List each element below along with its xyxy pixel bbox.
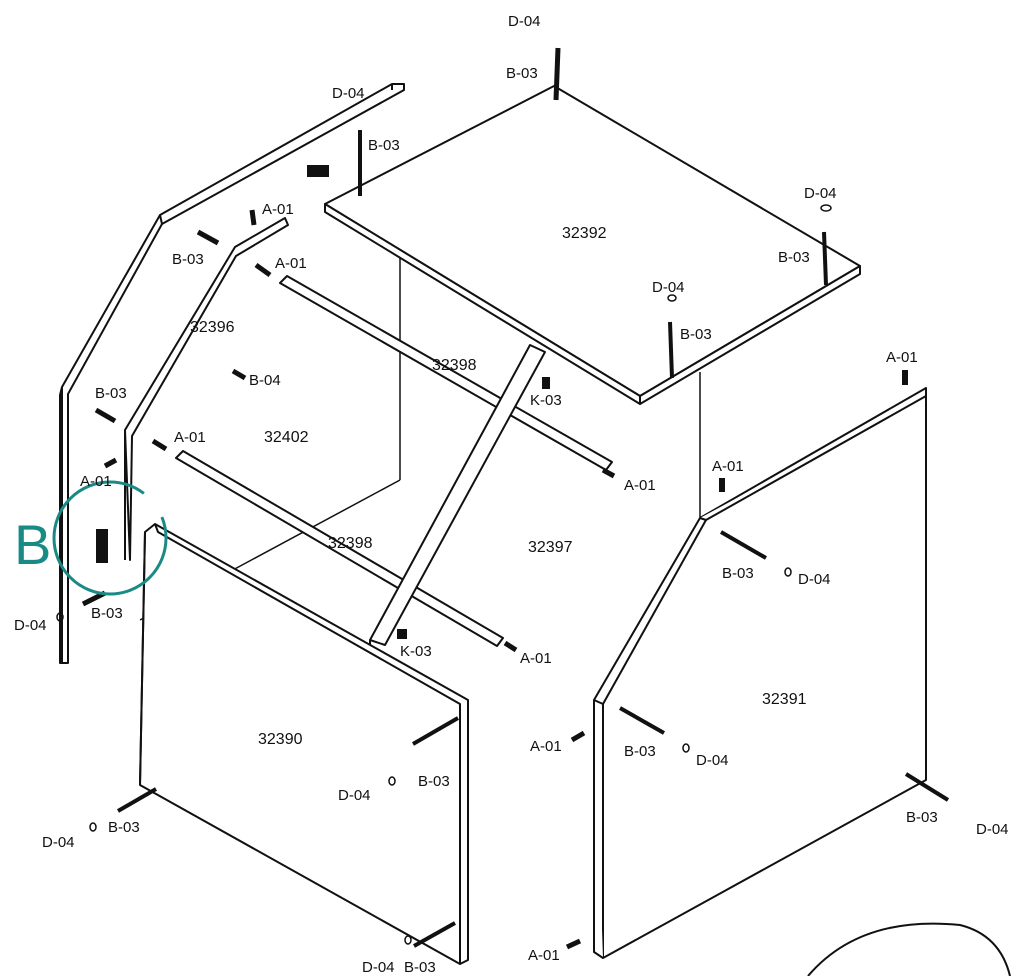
callout-a01: A-01	[886, 349, 918, 366]
hardware-callouts: D-04 B-03 D-04 B-03 A-01 B-03 A-01 D-04 …	[14, 13, 1009, 976]
callout-b03: B-03	[624, 743, 656, 760]
callout-d04: D-04	[332, 85, 365, 102]
callout-b03: B-03	[680, 326, 712, 343]
callout-k03: K-03	[530, 392, 562, 409]
callout-a01: A-01	[80, 473, 112, 490]
callout-a01: A-01	[520, 650, 552, 667]
panel-label-back: 32402	[264, 429, 309, 446]
callout-k03: K-03	[400, 643, 432, 660]
callout-b03: B-03	[172, 251, 204, 268]
callout-a01: A-01	[530, 738, 562, 755]
callout-b03: B-03	[91, 605, 123, 622]
callout-b03: B-03	[506, 65, 538, 82]
panel-label-divider: 32397	[528, 539, 573, 556]
callout-d04: D-04	[804, 185, 837, 202]
detail-circle-arc	[807, 922, 1011, 976]
callout-d04: D-04	[338, 787, 371, 804]
callout-a01: A-01	[528, 947, 560, 964]
callout-d04: D-04	[42, 834, 75, 851]
left-side-panel	[59, 83, 405, 664]
panel-label-top: 32392	[562, 225, 607, 242]
panel-label-rail-upper: 32398	[432, 357, 477, 374]
panel-labels: 32392 32396 32402 32398 32398 32397 3239…	[190, 225, 807, 748]
callout-b03: B-03	[418, 773, 450, 790]
callout-b03: B-03	[906, 809, 938, 826]
fastener-glyphs	[81, 47, 950, 950]
callout-b03: B-03	[778, 249, 810, 266]
callout-d04: D-04	[508, 13, 541, 30]
callout-b03: B-03	[404, 959, 436, 976]
callout-d04: D-04	[976, 821, 1009, 838]
callout-a01: A-01	[275, 255, 307, 272]
front-right-panel	[593, 387, 927, 959]
detail-b-label: B	[14, 513, 51, 576]
callout-d04: D-04	[696, 752, 729, 769]
callout-a01: A-01	[712, 458, 744, 475]
front-left-panel	[139, 523, 469, 965]
callout-d04: D-04	[798, 571, 831, 588]
callout-b04: B-04	[249, 372, 281, 389]
callout-b03: B-03	[108, 819, 140, 836]
callout-b03: B-03	[722, 565, 754, 582]
callout-a01: A-01	[262, 201, 294, 218]
panel-label-front-left: 32390	[258, 731, 303, 748]
panel-label-front-right: 32391	[762, 691, 807, 708]
lower-rail	[175, 450, 504, 647]
callout-b03: B-03	[368, 137, 400, 154]
detail-b-circle	[52, 480, 168, 596]
callout-a01: A-01	[624, 477, 656, 494]
panel-label-left-side: 32396	[190, 319, 235, 336]
callout-a01: A-01	[174, 429, 206, 446]
callout-d04: D-04	[362, 959, 395, 976]
panel-label-rail-lower: 32398	[328, 535, 373, 552]
washer-glyphs	[56, 204, 832, 945]
top-panel	[324, 85, 861, 520]
callout-d04: D-04	[652, 279, 685, 296]
callout-d04: D-04	[14, 617, 47, 634]
callout-b03: B-03	[95, 385, 127, 402]
